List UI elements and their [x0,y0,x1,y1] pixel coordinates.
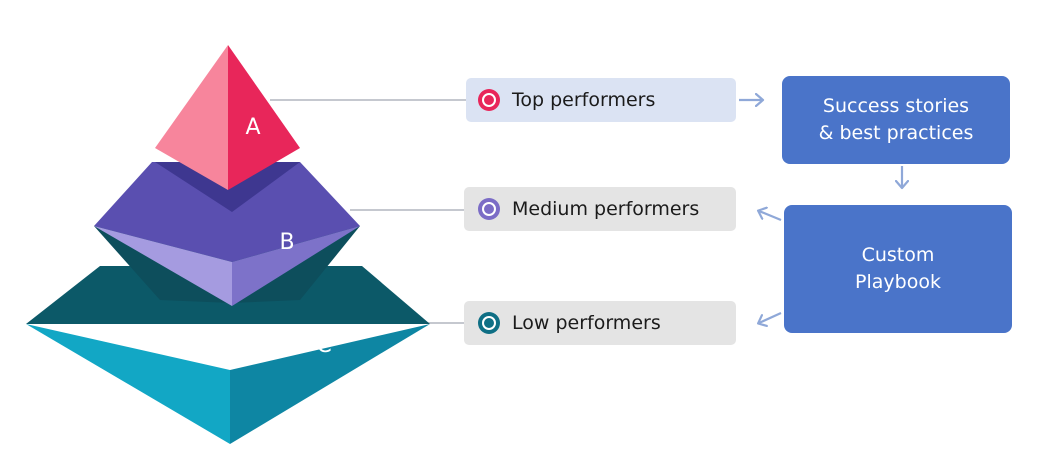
playbook-box-line2: Playbook [855,271,941,293]
top-performers-dot-icon [478,89,500,111]
pyramid-level-b [94,162,360,306]
arrow-to-medium [759,211,782,222]
low-performers-label: Low performers [512,312,661,334]
medium-performers-label: Medium performers [512,198,700,220]
top-performers-pill: Top performers [466,78,736,122]
level-b-letter: B [279,230,295,255]
arrow-to-low [759,311,782,323]
success-box-line2: & best practices [818,122,974,144]
playbook-box-line1: Custom [861,244,935,266]
level-c-letter: C [316,333,332,358]
success-stories-box: Success stories & best practices [782,76,1010,164]
pyramid-level-a [155,45,300,212]
medium-performers-pill: Medium performers [464,187,736,231]
success-box-line1: Success stories [822,95,970,117]
low-performers-pill: Low performers [464,301,736,345]
low-performers-dot-icon [478,312,500,334]
medium-performers-dot-icon [478,198,500,220]
level-a-letter: A [245,115,261,140]
top-performers-label: Top performers [512,89,656,111]
custom-playbook-box: Custom Playbook [784,205,1012,333]
